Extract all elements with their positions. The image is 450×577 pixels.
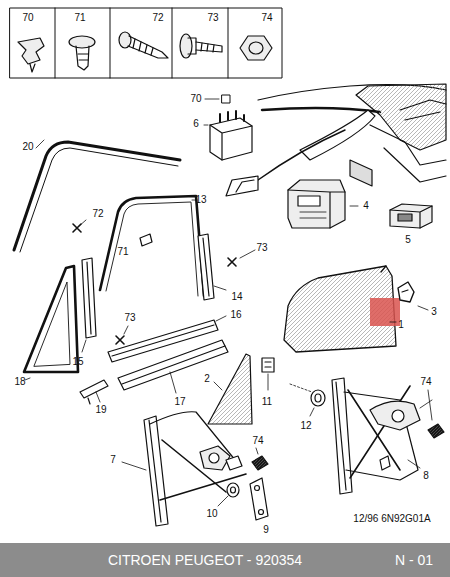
- callout-number: 14: [231, 292, 242, 302]
- callout-number: 70: [22, 13, 33, 23]
- callout-number: 71: [117, 247, 128, 257]
- callout-number: 74: [261, 13, 272, 23]
- callout-number: 3: [431, 307, 437, 317]
- callout-number: 17: [174, 397, 185, 407]
- callout-number: 12: [300, 421, 311, 431]
- callout-number: 15: [72, 357, 83, 367]
- callout-number: 73: [124, 313, 135, 323]
- callout-number: 9: [263, 525, 269, 535]
- callout-number: 1: [398, 320, 404, 330]
- callout-number: 72: [92, 209, 103, 219]
- callout-number: 5: [405, 235, 411, 245]
- callout-number: 72: [152, 13, 163, 23]
- callout-number: 6: [193, 119, 199, 129]
- callout-number: 7: [110, 455, 116, 465]
- footer-text: N - 01: [395, 553, 433, 567]
- callout-number: 10: [206, 509, 217, 519]
- callout-number: 73: [256, 243, 267, 253]
- callout-number: 2: [204, 374, 210, 384]
- callout-number: 20: [22, 142, 33, 152]
- callout-number: 8: [423, 471, 429, 481]
- callout-number: 16: [230, 310, 241, 320]
- callout-number: 11: [262, 397, 272, 407]
- callout-number: 13: [195, 195, 206, 205]
- callout-number: 74: [420, 377, 431, 387]
- footer-text: CITROEN PEUGEOT - 920354: [108, 553, 302, 567]
- callout-number: 70: [190, 94, 201, 104]
- callout-number: 74: [252, 436, 263, 446]
- callout-number: 18: [14, 377, 25, 387]
- callout-number: 4: [363, 201, 369, 211]
- callout-number: 73: [207, 13, 218, 23]
- drawing-reference: 12/96 6N92G01A: [353, 514, 430, 524]
- callout-number: 19: [95, 405, 106, 415]
- callout-number: 71: [74, 13, 85, 23]
